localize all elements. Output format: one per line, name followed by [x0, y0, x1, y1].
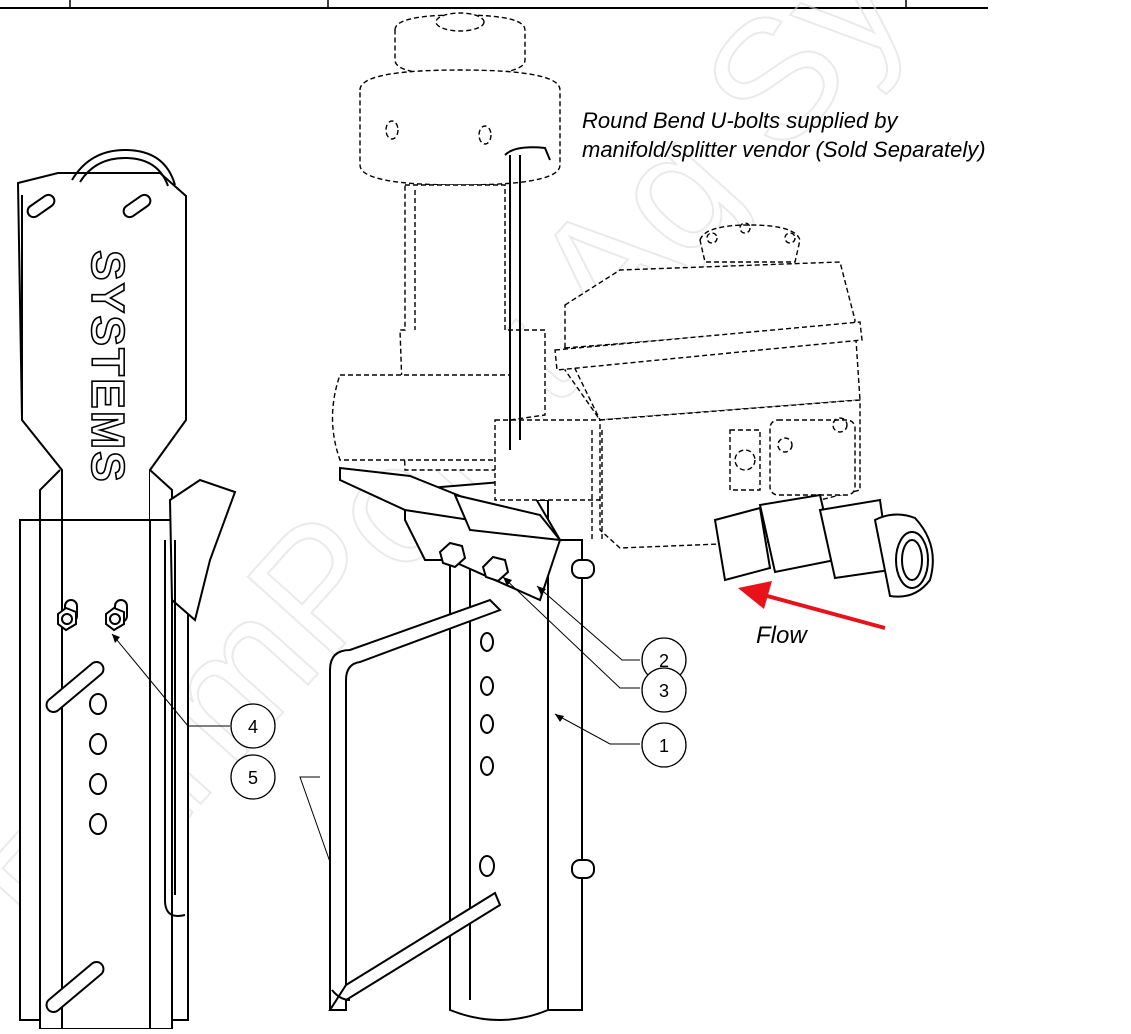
- manifold-assembly: [331, 12, 863, 549]
- u-bolt-note-line-2: manifold/splitter vendor (Sold Separatel…: [582, 137, 986, 162]
- bracket-right-view: [328, 12, 934, 1021]
- balloon-5: 5: [230, 754, 276, 800]
- balloon-number-4: 4: [248, 717, 258, 737]
- balloon-1: 1: [641, 722, 687, 768]
- inlet-fitting: [713, 493, 934, 598]
- balloon-3: 3: [641, 667, 687, 713]
- balloon-4: 4: [230, 703, 276, 749]
- title-block-border: [0, 0, 988, 9]
- balloon-number-5: 5: [248, 768, 258, 788]
- flow-label: Flow: [756, 622, 807, 649]
- balloon-callouts: 2 3 1 4 5: [111, 576, 687, 863]
- balloon-number-1: 1: [659, 736, 669, 756]
- bracket-left-view: SYSTEMS: [16, 148, 237, 1030]
- balloon-number-3: 3: [659, 681, 669, 701]
- flow-arrow: [738, 581, 886, 630]
- plate-engraving: SYSTEMS: [82, 250, 134, 484]
- balloon-number-2: 2: [659, 651, 669, 671]
- u-bolt-note: Round Bend U-bolts supplied by manifold/…: [582, 106, 986, 164]
- u-bolt-note-line-1: Round Bend U-bolts supplied by: [582, 108, 898, 133]
